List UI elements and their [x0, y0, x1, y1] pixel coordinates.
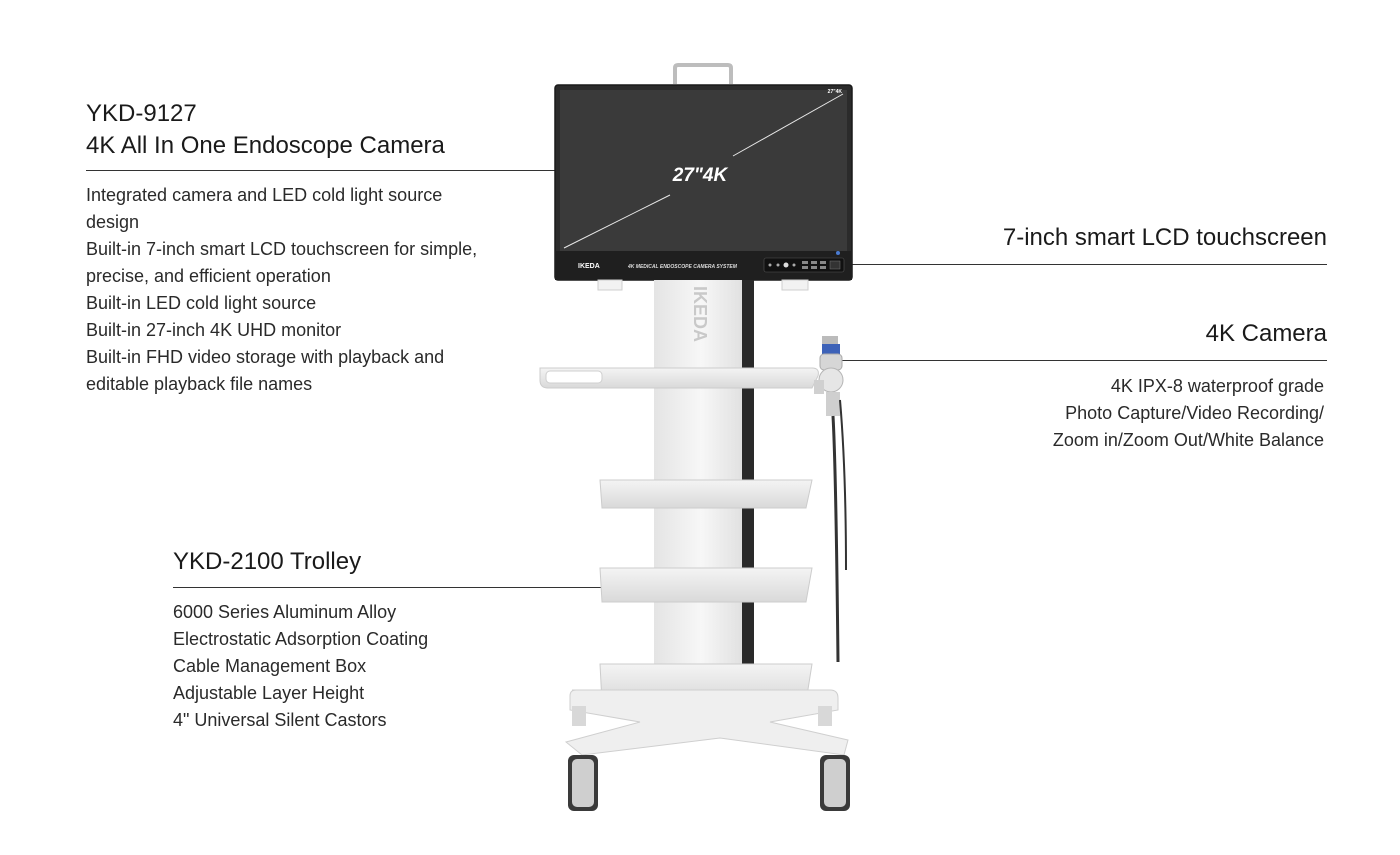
camera-feature-list: 4K IPX-8 waterproof grade Photo Capture/…: [960, 373, 1324, 454]
feature-item: Photo Capture/Video Recording/: [1065, 403, 1324, 423]
camera-callout-line: [834, 360, 1327, 361]
trolley-title: YKD-2100 Trolley: [173, 548, 362, 575]
system-feature-list: Integrated camera and LED cold light sou…: [86, 182, 516, 398]
feature-item: 4" Universal Silent Castors: [173, 710, 387, 730]
system-spec-block: YKD-9127 4K All In One Endoscope Camera: [86, 98, 566, 162]
touchscreen-callout-line: [836, 264, 1327, 265]
feature-item: Electrostatic Adsorption Coating: [173, 629, 429, 649]
feature-item: Built-in LED cold light source: [86, 293, 317, 313]
pillar-brand-logo: IKEDA: [690, 286, 710, 342]
bezel-system-text: 4K MEDICAL ENDOSCOPE CAMERA SYSTEM: [627, 264, 738, 270]
trolley-base: [564, 689, 849, 756]
touchscreen-control-panel: [763, 251, 845, 273]
feature-item: 6000 Series Aluminum Alloy: [173, 602, 397, 622]
feature-item: Cable Management Box: [173, 656, 367, 676]
castor-wheels: [568, 706, 850, 811]
screen-size-label: 27"4K: [672, 165, 729, 186]
monitor: 27"4K 27"4K IKEDA 4K MEDICAL ENDOSCOPE C…: [554, 84, 853, 291]
trolley-callout-line: [173, 587, 669, 588]
feature-item: Integrated camera and LED cold light sou…: [86, 185, 443, 205]
feature-item: design: [86, 212, 140, 232]
monitor-handle: [673, 63, 733, 84]
feature-item: 4K IPX-8 waterproof grade: [1110, 376, 1324, 396]
endoscope-trolley-illustration: 27"4K 27"4K IKEDA 4K MEDICAL ENDOSCOPE C…: [539, 63, 853, 811]
system-model: YKD-9127: [86, 100, 197, 127]
feature-item: precise, and efficient operation: [86, 266, 331, 286]
feature-item: Built-in 27-inch 4K UHD monitor: [86, 320, 342, 340]
feature-item: editable playback file names: [86, 374, 313, 394]
corner-size-label: 27"4K: [828, 89, 843, 95]
camera-head: [814, 336, 847, 663]
camera-title: 4K Camera: [1205, 320, 1327, 347]
trolley-feature-list: 6000 Series Aluminum Alloy Electrostatic…: [173, 599, 573, 734]
feature-item: Adjustable Layer Height: [173, 683, 365, 703]
lower-shelf: [599, 567, 813, 603]
bezel-brand-logo: IKEDA: [578, 263, 600, 270]
touchscreen-title: 7-inch smart LCD touchscreen: [1002, 224, 1327, 251]
feature-item: Zoom in/Zoom Out/White Balance: [1052, 430, 1324, 450]
top-shelf: [539, 367, 819, 389]
feature-item: Built-in FHD video storage with playback…: [86, 347, 445, 367]
system-title: 4K All In One Endoscope Camera: [86, 132, 445, 159]
system-callout-line: [86, 170, 568, 171]
feature-item: Built-in 7-inch smart LCD touchscreen fo…: [86, 239, 478, 259]
middle-shelf: [599, 479, 813, 509]
